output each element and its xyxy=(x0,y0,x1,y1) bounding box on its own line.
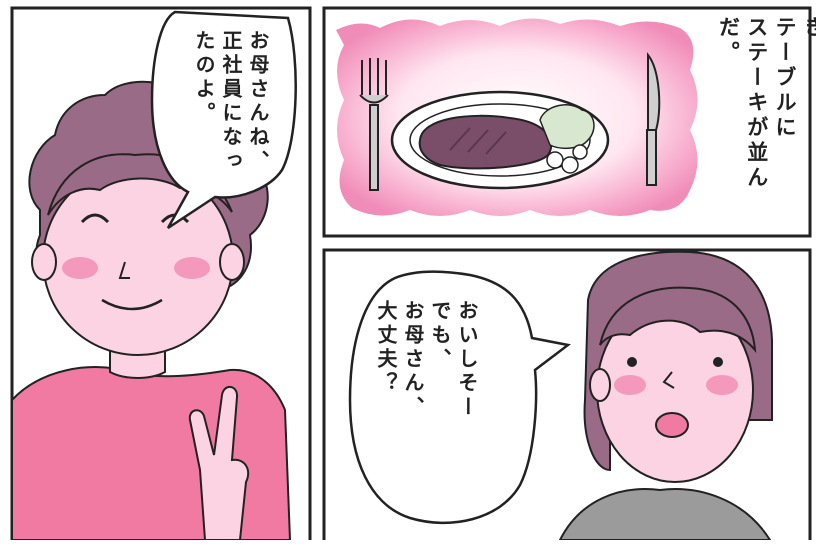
mother-right-ear xyxy=(219,243,245,281)
narration-line-2: テーブルに xyxy=(773,16,798,141)
mother-speech-line-3: たのよ。 xyxy=(192,30,216,126)
daughter-shirt xyxy=(558,488,772,541)
mother-shirt xyxy=(11,366,292,541)
steak-grill-marks xyxy=(449,127,507,155)
panel-left xyxy=(10,6,312,544)
mother-speech-line-1: お母さんね、 xyxy=(246,30,270,174)
knife xyxy=(646,52,661,186)
daughter-speech-line-4: 大丈夫？ xyxy=(374,300,398,396)
narration-text: ところがあるとき、 テーブルに ステーキが並んだ。 xyxy=(714,16,816,226)
mother-speech-text: お母さんね、 正社員になっ たのよ。 xyxy=(190,30,271,190)
mother-left-ear xyxy=(31,243,57,281)
steak xyxy=(418,114,553,170)
potato-2 xyxy=(561,156,579,174)
mother-speech-bubble xyxy=(150,10,297,230)
fork xyxy=(359,58,389,191)
daughter-mouth xyxy=(655,412,689,438)
mother-mouth xyxy=(101,298,163,311)
daughter-speech-line-2: でも、 xyxy=(428,300,452,372)
mother-right-cheek xyxy=(174,257,210,279)
daughter-bangs xyxy=(599,286,757,354)
peace-sign-hand xyxy=(188,386,250,541)
potato-1 xyxy=(546,151,564,169)
daughter-left-cheek xyxy=(614,375,646,395)
plate-rim xyxy=(409,103,591,177)
daughter-speech-line-3: お母さん、 xyxy=(401,300,425,420)
mother-nose xyxy=(118,261,130,279)
daughter-right-cheek xyxy=(706,375,738,395)
daughter-ear xyxy=(589,368,611,402)
daughter-nose xyxy=(662,371,675,389)
garnish xyxy=(539,104,595,150)
mother-speech-line-2: 正社員になっ xyxy=(219,30,243,174)
daughter-right-eye xyxy=(713,357,723,367)
panel-bottom-right xyxy=(322,248,812,544)
narration-line-3: ステーキが並んだ。 xyxy=(716,16,769,191)
panel-top-right xyxy=(322,6,812,238)
narration-line-1: ところがあるとき、 xyxy=(801,16,816,66)
daughter-speech-line-1: おいしそー xyxy=(455,300,479,420)
daughter-speech-text: おいしそー でも、 お母さん、 大丈夫？ xyxy=(372,300,480,490)
daughter-speech-bubble xyxy=(348,270,571,525)
mother-left-cheek xyxy=(62,257,98,279)
mother-left-eye xyxy=(80,213,110,224)
daughter-left-eye xyxy=(627,357,637,367)
potato-3 xyxy=(572,144,588,160)
